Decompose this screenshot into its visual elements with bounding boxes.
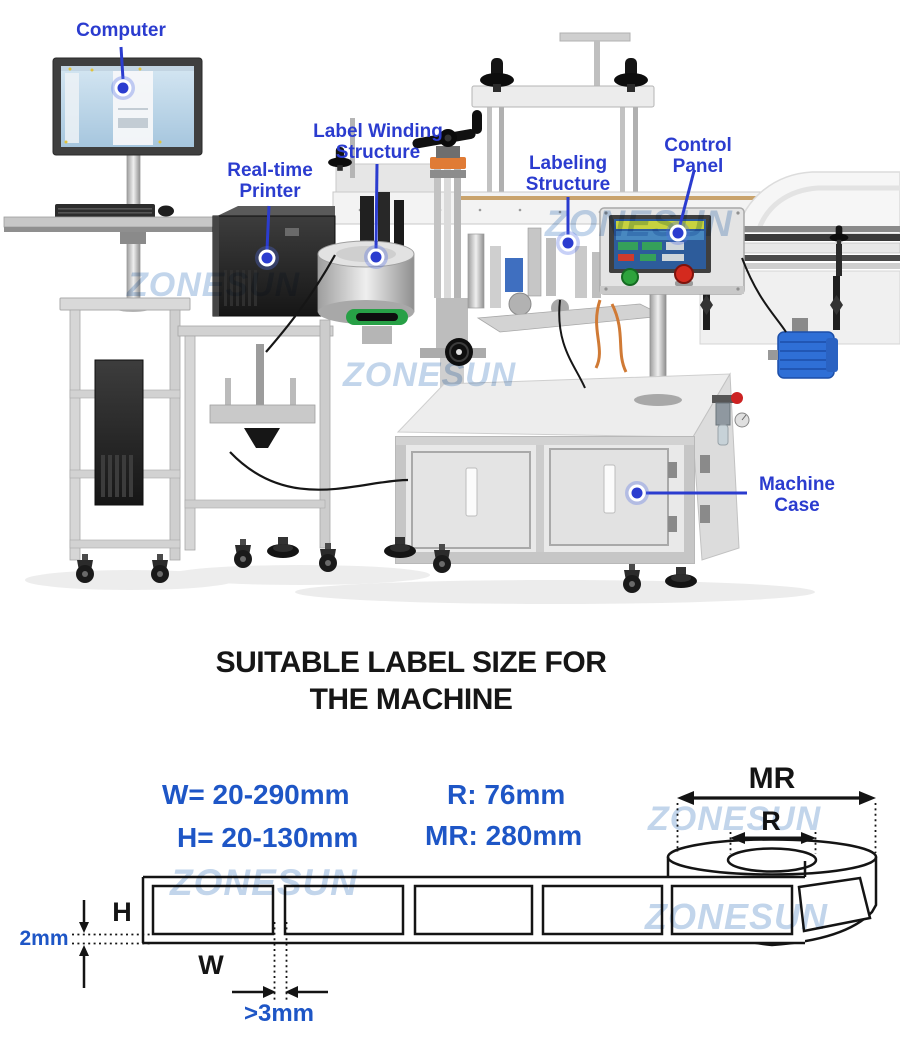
label-strip bbox=[141, 861, 872, 945]
dim-edge-margin: 2mm bbox=[19, 900, 152, 988]
orange-band bbox=[430, 157, 466, 169]
dot-machine-case bbox=[625, 481, 649, 505]
feeder-housing bbox=[328, 118, 437, 256]
mouse-icon bbox=[158, 205, 174, 217]
labels-on-strip bbox=[151, 884, 794, 936]
left-cart bbox=[59, 297, 191, 583]
callout-control-panel: Control Panel bbox=[664, 135, 732, 178]
gantry-frame bbox=[471, 32, 655, 196]
callout-label-winding-structure: Label Winding Structure bbox=[313, 121, 443, 164]
spec-label-width: W= 20-290mm bbox=[162, 779, 350, 810]
label-roll-core bbox=[726, 847, 818, 873]
spec-label-height: H= 20-130mm bbox=[177, 822, 359, 853]
watermark: ZONESUN bbox=[127, 266, 301, 304]
spec-roll-core: R: 76mm bbox=[447, 779, 566, 810]
label-on-roll bbox=[797, 876, 872, 933]
conveyor-motor bbox=[768, 318, 838, 379]
watermark: ZONESUN bbox=[648, 800, 822, 838]
callout-labeling-structure: Labeling Structure bbox=[525, 153, 611, 196]
hinge-icon bbox=[668, 455, 710, 532]
watermark: ZONESUN bbox=[545, 203, 733, 244]
dim-mr: MR bbox=[676, 762, 877, 853]
printer-table bbox=[177, 319, 337, 572]
dim-r-label: R bbox=[761, 806, 781, 836]
watermark: ZONESUN bbox=[343, 356, 517, 394]
dim-mr-label: MR bbox=[749, 762, 796, 795]
stop-button bbox=[674, 264, 694, 284]
dim-min-gap-label: >3mm bbox=[244, 1000, 314, 1027]
label-size-diagram: MR R H W 2mm bbox=[19, 762, 878, 1027]
pole-flange bbox=[634, 394, 682, 406]
callout-dots bbox=[111, 76, 690, 505]
guide-adjuster-icon bbox=[829, 225, 849, 330]
dot-computer bbox=[111, 76, 135, 100]
dim-h-label: H bbox=[112, 897, 132, 927]
spec-max-roll: MR: 280mm bbox=[425, 820, 583, 851]
conveyor bbox=[687, 171, 900, 379]
dim-edge-margin-label: 2mm bbox=[19, 927, 68, 950]
callout-real-time-printer: Real-time Printer bbox=[227, 160, 313, 203]
dot-winding bbox=[364, 245, 388, 269]
callout-computer: Computer bbox=[76, 20, 166, 41]
watermark: ZONESUN bbox=[645, 896, 829, 937]
door-handle bbox=[465, 467, 478, 517]
labeling-head-rollers bbox=[445, 227, 666, 373]
dot-printer bbox=[255, 246, 279, 270]
cables bbox=[229, 254, 787, 491]
section-title-line2: THE MACHINE bbox=[309, 683, 513, 716]
dot-labeling bbox=[556, 231, 580, 255]
callout-lines bbox=[119, 46, 747, 495]
machine-illustration bbox=[3, 32, 900, 604]
section-title: SUITABLE LABEL SIZE FOR THE MACHINE bbox=[0, 644, 822, 718]
funnel-icon bbox=[244, 428, 280, 448]
dim-w-label: W bbox=[198, 950, 224, 980]
dot-control-panel bbox=[666, 221, 690, 245]
door-handle bbox=[603, 464, 616, 514]
label-winding-drum bbox=[317, 240, 415, 344]
dim-min-gap: >3mm bbox=[232, 922, 328, 1027]
machine-case-cabinet bbox=[384, 372, 750, 593]
air-filter-regulator bbox=[712, 392, 750, 446]
callout-machine-case: Machine Case bbox=[758, 474, 836, 517]
callout-overlay bbox=[111, 46, 747, 505]
dim-r: R bbox=[729, 806, 817, 854]
crank-handle-icon bbox=[412, 110, 482, 149]
section-title-line1: SUITABLE LABEL SIZE FOR bbox=[215, 646, 607, 679]
watermark: ZONESUN bbox=[170, 862, 358, 903]
start-button bbox=[621, 268, 639, 286]
printer-box bbox=[212, 206, 336, 317]
